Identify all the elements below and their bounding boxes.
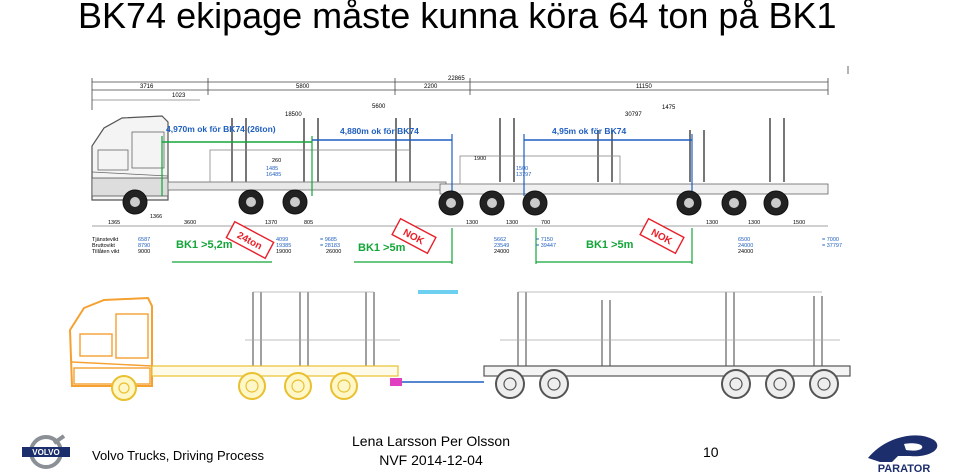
trailer-frame-bottom <box>483 365 851 377</box>
truck-cab-top <box>91 115 169 201</box>
dim-label: 3600 <box>184 220 196 226</box>
bottom-drawing <box>68 290 851 401</box>
span-2: 4,880m ok för BK74 <box>312 126 453 196</box>
dim-label: 1023 <box>172 93 186 99</box>
dim-label: 5600 <box>372 104 386 110</box>
span-label: 4,95m ok för BK74 <box>552 126 626 136</box>
span-label: 4,880m ok för BK74 <box>340 126 419 136</box>
weight-value: 9000 <box>138 249 150 255</box>
weight-value: 24000 <box>494 249 509 255</box>
dim-label: 22865 <box>448 76 465 82</box>
weight-value: = 39447 <box>536 243 556 249</box>
stamp-nok-2: NOK <box>639 217 685 255</box>
weights-label: Tjänstevikt <box>92 237 119 243</box>
dim-label: 1500 <box>793 220 805 226</box>
truck-frame-bottom <box>151 365 399 377</box>
top-drawing: 3716 1023 5800 22865 2200 11150 18500 56… <box>91 66 849 264</box>
bk1-label: BK1 >5m <box>358 242 406 254</box>
parator-logo: PARATOR <box>868 435 938 474</box>
weight-value: 6587 <box>138 237 150 243</box>
bk1-label: BK1 >5m <box>586 239 634 251</box>
weight-value: = 7000 <box>822 237 839 243</box>
dim-label: 1500 <box>516 166 528 172</box>
weight-value: = 37797 <box>822 243 842 249</box>
weight-value: 24000 <box>738 249 753 255</box>
stamp-nok-1: NOK <box>391 217 437 255</box>
weight-value: = 9685 <box>320 237 337 243</box>
dim-label: 2200 <box>424 84 438 90</box>
trailer-frame <box>439 183 829 195</box>
footer-date: NVF 2014-12-04 <box>379 452 483 468</box>
stamp-24ton: 24ton <box>225 220 275 260</box>
dim-label: 700 <box>541 220 550 226</box>
weight-value: = 7150 <box>536 237 553 243</box>
dim-label: 1365 <box>108 220 120 226</box>
dim-label: 1900 <box>474 156 486 162</box>
volvo-text: VOLVO <box>32 448 59 457</box>
weight-value: 19385 <box>276 243 291 249</box>
weight-value: 6500 <box>738 237 750 243</box>
dim-label: 1366 <box>150 214 162 220</box>
weight-value: 8790 <box>138 243 150 249</box>
footer-company: Volvo Trucks, Driving Process <box>92 448 264 463</box>
dim-label: 805 <box>304 220 313 226</box>
dim-label: 1370 <box>265 220 277 226</box>
span-1: 4,970m ok för BK74 (26ton) <box>161 124 313 196</box>
span-3: 4,95m ok för BK74 <box>523 126 693 196</box>
dim-label: 11150 <box>636 84 652 90</box>
wheels-grey <box>495 369 839 399</box>
coupling <box>390 378 402 386</box>
bk1-label: BK1 >5,2m <box>176 239 233 251</box>
weight-value: 26000 <box>326 249 341 255</box>
page-title: BK74 ekipage måste kunna köra 64 ton på … <box>78 0 837 36</box>
span-label: 4,970m ok för BK74 (26ton) <box>166 124 276 134</box>
weight-value: = 28183 <box>320 243 340 249</box>
footer-authors-names: Lena Larsson Per Olsson <box>352 433 510 449</box>
weights-label: Bruttovikt <box>92 243 115 249</box>
dim-label: 3716 <box>140 84 154 90</box>
weights-label: Tillåten vikt <box>92 248 120 255</box>
dim-label: 1475 <box>662 105 676 111</box>
dim-label: 1300 <box>506 220 518 226</box>
dim-label: 1300 <box>706 220 718 226</box>
page-number: 10 <box>703 444 719 460</box>
dim-label: 1485 <box>266 166 278 172</box>
weight-value: 19000 <box>276 249 291 255</box>
weight-value: 23549 <box>494 243 509 249</box>
wheels-yellow <box>111 372 358 401</box>
dim-label: 18500 <box>285 112 302 118</box>
dim-label: 5800 <box>296 84 310 90</box>
dim-label: 16485 <box>266 172 281 178</box>
trailer-load-frame <box>459 155 621 185</box>
dim-label: 1300 <box>466 220 478 226</box>
footer-authors: Lena Larsson Per Olsson NVF 2014-12-04 <box>341 432 521 470</box>
volvo-logo: VOLVO <box>22 434 70 469</box>
weights-table: Tjänstevikt Bruttovikt Tillåten vikt 658… <box>92 237 842 255</box>
dim-label: 13797 <box>516 172 531 178</box>
dim-label: 30797 <box>625 112 642 118</box>
weight-value: 4099 <box>276 237 288 243</box>
weight-value: 24000 <box>738 243 753 249</box>
truck-load-frame <box>209 149 411 183</box>
dim-label: 1300 <box>748 220 760 226</box>
dim-label: 260 <box>272 158 281 164</box>
truck-frame <box>167 181 447 191</box>
parator-text: PARATOR <box>878 463 931 474</box>
marker <box>418 290 458 294</box>
weight-value: 5662 <box>494 237 506 243</box>
